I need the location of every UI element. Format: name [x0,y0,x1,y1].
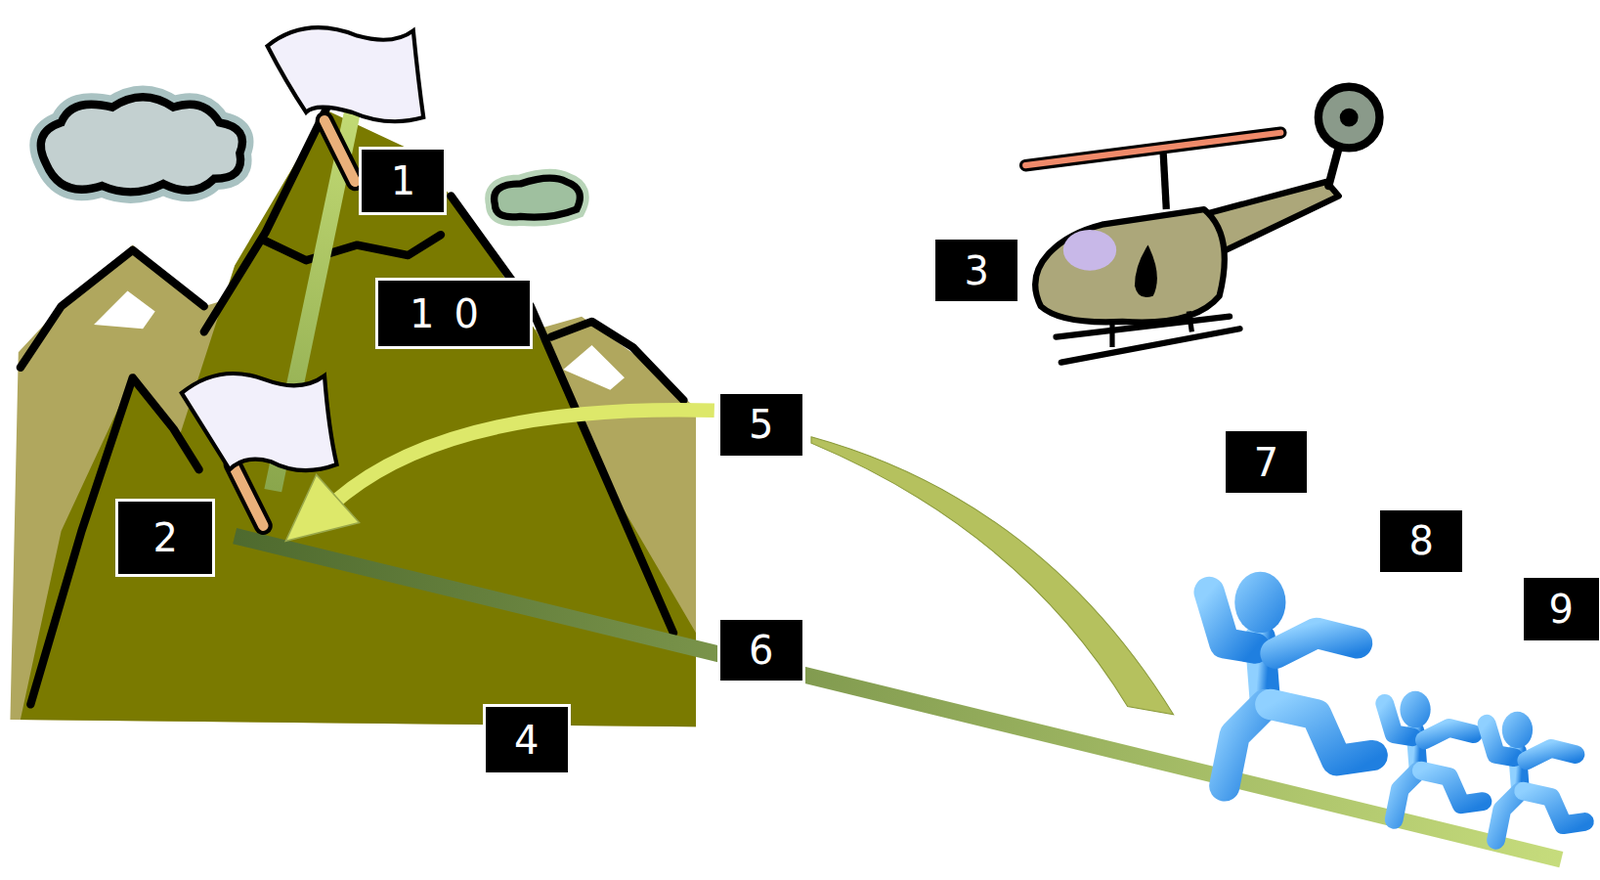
tail-rotor [1318,86,1381,149]
rotor-mast [1163,153,1167,210]
flag [267,27,425,122]
rotor-blade [1025,132,1281,166]
skid-strut [1109,321,1115,347]
flag-pole [324,120,355,182]
cloud [494,177,581,217]
callout-number: 10 [409,294,499,334]
path-band [234,535,1561,860]
callout-number: 5 [748,404,774,444]
callout-box: 9 [1520,574,1600,644]
flag-pole [232,464,263,526]
flag [181,373,338,471]
tail-hub [1340,108,1359,128]
ridge-line [20,250,205,368]
runner [1384,691,1483,821]
rotor-blade [1025,132,1281,166]
callout-number: 8 [1409,520,1434,561]
cloud [41,96,243,192]
snow-cap [93,291,156,330]
flag-pole [324,120,355,182]
callout-number: 4 [514,720,539,760]
flag-pole [232,464,263,526]
callout-box: 10 [375,277,533,349]
callout-box: 1 [358,146,447,216]
callout-box: 2 [115,498,216,577]
curved-band [811,436,1174,715]
runner [1486,711,1585,841]
callout-number: 6 [748,630,774,670]
callout-box: 5 [717,390,806,459]
helicopter [1025,86,1380,363]
callout-number: 3 [963,251,989,291]
callout-box: 3 [932,236,1021,304]
fuselage [1035,209,1224,323]
callout-box: 7 [1222,428,1311,496]
callout-box: 4 [482,703,571,776]
callout-number: 9 [1549,589,1574,629]
skid [1061,328,1241,362]
runner [1209,571,1373,786]
callout-number: 7 [1254,442,1279,482]
arrow-head [285,474,359,541]
snow-cap [562,345,625,390]
callout-box: 8 [1377,507,1466,575]
cloud-halo [494,177,581,217]
cloud-halo [41,96,243,192]
callout-box: 6 [717,616,806,685]
curved-arrow [337,409,715,500]
ridge-line [551,321,685,400]
window [1063,229,1117,271]
ridge-line [262,234,441,260]
callout-number: 1 [390,161,416,201]
door [1134,245,1158,299]
callout-number: 2 [152,518,177,558]
